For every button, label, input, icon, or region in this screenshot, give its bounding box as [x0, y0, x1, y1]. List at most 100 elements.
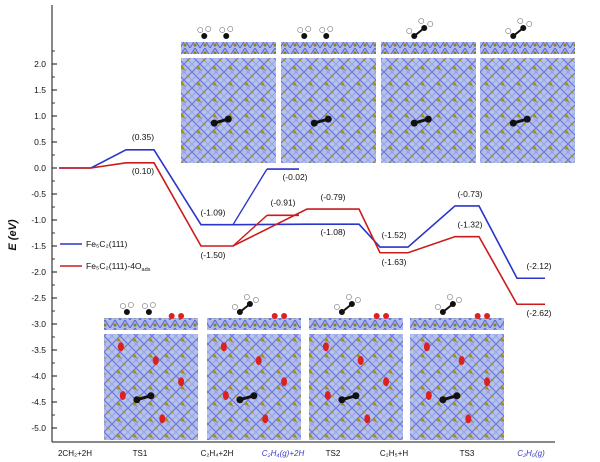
- energy-value-label: (0.35): [132, 132, 154, 142]
- oxygen-atom: [281, 313, 288, 319]
- oxygen-atom: [474, 313, 481, 319]
- adsorbate-atom: [338, 396, 346, 404]
- x-category-label: C₂H₄(g)+2H: [262, 449, 305, 458]
- carbon-atom: [236, 309, 243, 315]
- adsorbate-atom: [324, 115, 332, 123]
- y-axis-title: E (eV): [7, 219, 19, 251]
- y-tick-label: -2.5: [31, 293, 46, 303]
- oxygen-adsorbate: [465, 414, 472, 424]
- hydrogen-atom: [327, 26, 334, 32]
- carbon-atom: [201, 33, 208, 39]
- oxygen-atom: [373, 313, 380, 319]
- energy-value-label: (-1.50): [200, 250, 225, 260]
- energy-value-label: (-0.73): [457, 189, 482, 199]
- y-tick-label: 2.0: [34, 59, 46, 69]
- adsorbate-atom: [224, 115, 232, 123]
- carbon-atom: [223, 33, 230, 39]
- y-tick-label: 1.0: [34, 111, 46, 121]
- y-ticks: 2.01.51.00.50.0-0.5-1.0-1.5-2.0-2.5-3.0-…: [31, 50, 57, 433]
- surface-top-view: [480, 58, 575, 163]
- surface-side-view: [410, 318, 504, 330]
- oxygen-atom: [484, 313, 491, 319]
- carbon-atom: [338, 309, 345, 315]
- carbon-atom: [301, 33, 308, 39]
- adsorbate-atom: [439, 396, 447, 404]
- hydrogen-atom: [227, 26, 234, 32]
- panel-bottom-1: [104, 302, 198, 440]
- y-tick-label: -1.5: [31, 241, 46, 251]
- hydrogen-atom: [526, 21, 533, 27]
- energy-value-label: (-1.09): [200, 208, 225, 218]
- surface-side-view: [480, 42, 575, 54]
- hydrogen-atom: [517, 18, 524, 24]
- x-category-label: TS2: [326, 449, 341, 458]
- adsorbate-atom: [453, 392, 461, 400]
- carbon-atom: [323, 33, 330, 39]
- hydrogen-atom: [219, 27, 226, 33]
- x-category-label: C₂H₆(g): [517, 449, 545, 458]
- hydrogen-atom: [434, 304, 441, 310]
- hydrogen-atom: [231, 304, 238, 310]
- hydrogen-atom: [149, 302, 156, 308]
- oxygen-adsorbate: [423, 342, 430, 352]
- hydrogen-atom: [455, 297, 462, 303]
- adsorbate-atom: [210, 119, 218, 127]
- adsorbate-atom: [250, 392, 258, 400]
- y-tick-label: -3.0: [31, 319, 46, 329]
- oxygen-adsorbate: [484, 377, 491, 387]
- adsorbate-atom: [236, 396, 244, 404]
- series-clean-surface: [59, 149, 545, 280]
- x-category-label: C₂H₄+2H: [201, 449, 234, 458]
- oxygen-adsorbate: [262, 414, 269, 424]
- hydrogen-atom: [333, 304, 340, 310]
- oxygen-adsorbate: [255, 356, 262, 365]
- y-tick-label: 1.5: [34, 85, 46, 95]
- surface-top-view: [410, 334, 504, 440]
- hydrogen-atom: [446, 294, 453, 300]
- oxygen-adsorbate: [281, 377, 288, 387]
- surface-side-view: [104, 318, 198, 330]
- oxygen-adsorbate: [322, 342, 329, 352]
- hydrogen-atom: [319, 27, 326, 33]
- energy-value-label: (-1.52): [381, 230, 406, 240]
- structure-images: [104, 18, 575, 440]
- energy-value-label: (-1.08): [320, 227, 345, 237]
- y-tick-label: -5.0: [31, 423, 46, 433]
- hydrogen-atom: [127, 302, 134, 308]
- surface-top-view: [181, 58, 276, 163]
- oxygen-adsorbate: [324, 390, 331, 400]
- energy-levels: [59, 149, 545, 306]
- panel-top-3: [381, 18, 476, 163]
- hydrogen-atom: [305, 26, 312, 32]
- energy-value-label: (-1.32): [457, 220, 482, 230]
- oxygen-atom: [271, 313, 278, 319]
- carbon-atom: [246, 301, 253, 307]
- panel-top-1: [181, 26, 276, 163]
- surface-top-view: [207, 334, 301, 440]
- y-tick-label: 0.5: [34, 137, 46, 147]
- adsorbate-atom: [310, 119, 318, 127]
- hydrogen-atom: [205, 26, 212, 32]
- hydrogen-atom: [406, 28, 413, 34]
- carbon-atom: [411, 33, 418, 39]
- oxygen-adsorbate: [425, 390, 432, 400]
- surface-side-view: [309, 318, 403, 330]
- oxygen-atom: [178, 313, 185, 319]
- oxygen-adsorbate: [152, 356, 159, 365]
- surface-top-view: [281, 58, 376, 163]
- surface-side-view: [281, 42, 376, 54]
- x-category-label: TS3: [460, 449, 475, 458]
- energy-value-label: (-2.62): [526, 308, 551, 318]
- hydrogen-atom: [120, 303, 126, 309]
- carbon-atom: [439, 309, 446, 315]
- carbon-atom: [449, 301, 456, 307]
- carbon-atom: [421, 25, 428, 31]
- hydrogen-atom: [345, 294, 352, 300]
- adsorbate-atom: [352, 392, 360, 400]
- surface-side-view: [207, 318, 301, 330]
- legend: Fe₅C₂(111)Fe₅C₂(111)-4Oads: [60, 239, 151, 273]
- surface-top-view: [381, 58, 476, 163]
- legend-label: Fe₅C₂(111): [86, 239, 128, 249]
